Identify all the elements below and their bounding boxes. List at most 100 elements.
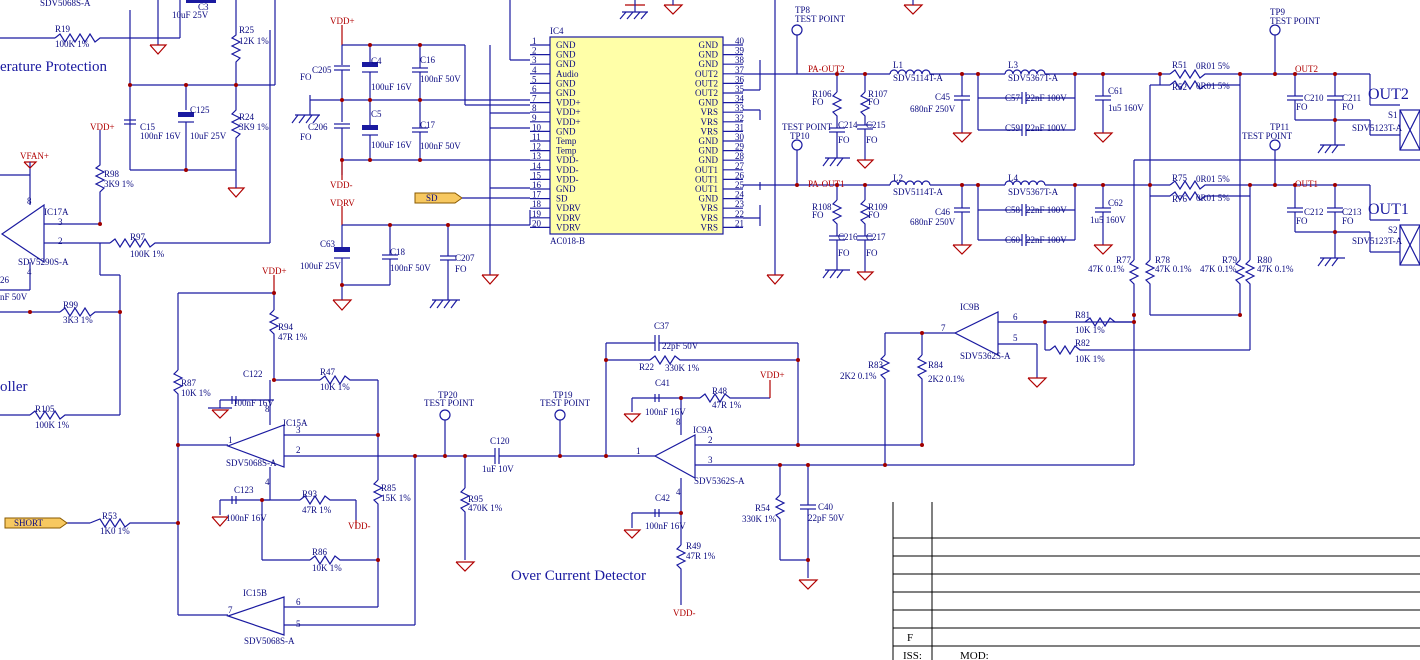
label-c61: C61 [1108, 86, 1123, 96]
label-c60v: 22nF 100V [1026, 235, 1067, 245]
label-r25: R25 [239, 25, 255, 35]
label-c5: C5 [371, 109, 382, 119]
label-sdv5068-b: SDV5068S-A [244, 636, 295, 646]
label-c58v: 22nF 100V [1026, 205, 1067, 215]
ic4-pin-name-20: VDRV [556, 222, 581, 232]
ic4-pin-name-21: VRS [700, 222, 718, 232]
label-c45v: 680nF 250V [910, 104, 956, 114]
label-out1: OUT1 [1295, 179, 1318, 189]
ic4-labels: IC4 AC018-B [550, 26, 585, 246]
label-l3v: SDV5367T-A [1008, 73, 1059, 83]
label-r109: R109 [868, 202, 888, 212]
label-s2v: SDV5123T-A [1352, 236, 1403, 246]
label-r19v: 100K 1% [55, 39, 90, 49]
label-c216: C216 [838, 232, 858, 242]
output-filter-out1 [791, 139, 1420, 281]
label-sdv5068-a: SDV5068S-A [226, 458, 277, 468]
ic4-pin-name-25: OUT1 [695, 184, 718, 194]
label-ic17-p8: 8 [27, 196, 32, 206]
label-r86v: 10K 1% [312, 563, 342, 573]
title-block-mod: MOD: [960, 650, 989, 660]
ic4-pin-number-6: 6 [532, 84, 537, 94]
label-r86: R86 [312, 547, 328, 557]
ic4-pin-number-16: 16 [532, 180, 542, 190]
label-c123v: 100nF 16V [226, 513, 267, 523]
label-r85v: 15K 1% [381, 493, 411, 503]
label-r93v: 47R 1% [302, 505, 332, 515]
label-r95: R95 [468, 494, 484, 504]
label-c41: C41 [655, 378, 670, 388]
label-r77v: 47K 0.1% [1088, 264, 1125, 274]
label-c215v: FO [866, 135, 878, 145]
label-ic15a: IC15A [283, 418, 308, 428]
label-c205v: FO [300, 72, 312, 82]
ic4-pin-number-34: 34 [735, 94, 745, 104]
ic4-pin-number-20: 20 [532, 218, 542, 228]
label-r54: R54 [755, 503, 771, 513]
label-c42v: 100nF 16V [645, 521, 686, 531]
label-c41v: 100nF 16V [645, 407, 686, 417]
label-pa-out2: PA-OUT2 [808, 64, 845, 74]
ic4-pin-number-12: 12 [532, 142, 541, 152]
label-c4: C4 [371, 56, 382, 66]
label-ic9b-p5: 5 [1013, 333, 1018, 343]
ic4-pin-name-36: OUT2 [695, 78, 718, 88]
label-r53: R53 [102, 511, 118, 521]
ic4-pin-name-8: VDD+ [556, 107, 581, 117]
label-r53v: 1K0 1% [100, 526, 130, 536]
label-l4: L4 [1008, 173, 1018, 183]
label-ic17-p3: 3 [58, 217, 63, 227]
label-c123: C123 [234, 485, 254, 495]
ic4-pin-name-18: VDRV [556, 203, 581, 213]
label-c59v: 22nF 100V [1026, 123, 1067, 133]
label-c217v: FO [866, 248, 878, 258]
label-r22: R22 [639, 362, 654, 372]
ic9b-diff-amplifier [879, 259, 1256, 465]
label-c62v: 1u5 160V [1090, 215, 1126, 225]
label-r94: R94 [278, 322, 294, 332]
ic4-pin-name-14: VDD- [556, 165, 579, 175]
ic4-pin-number-40: 40 [735, 36, 745, 46]
label-sdv5362-a: SDV5362S-A [694, 476, 745, 486]
label-temp-prot: erature Protection [0, 59, 108, 75]
label-ic9a-p1: 1 [636, 446, 641, 456]
label-r85: R85 [381, 483, 397, 493]
label-tp8: TP8 [795, 5, 811, 15]
title-block-iss: ISS: [903, 650, 922, 660]
label-pa-out1: PA-OUT1 [808, 179, 845, 189]
label-r24: R24 [239, 112, 255, 122]
label-tp10a: TEST POINT [782, 122, 833, 132]
ic4-pin-name-11: Temp [556, 136, 577, 146]
label-r97: R97 [130, 232, 146, 242]
ic4-pin-name-22: VRS [700, 213, 718, 223]
temperature-protection-section [0, 0, 276, 198]
label-c206v: FO [300, 132, 312, 142]
ic4-part: AC018-B [550, 236, 585, 246]
label-c40v: 22pF 50V [808, 513, 845, 523]
ic4-pin-number-25: 25 [735, 180, 745, 190]
label-r83: R83 [868, 360, 884, 370]
ic4-pin-name-17: SD [556, 194, 568, 204]
label-c207: C207 [455, 253, 475, 263]
ic4-pin-name-15: VDD- [556, 174, 579, 184]
label-r19: R19 [55, 24, 71, 34]
label-r52: R52 [1172, 82, 1187, 92]
ic4-pin-number-28: 28 [735, 151, 745, 161]
component-labels: SDV5068S-A R19 100K 1% C3 10uF 25V R25 1… [0, 0, 1409, 646]
label-vdd-plus-1: VDD+ [90, 122, 115, 132]
label-r25v: 12K 1% [239, 36, 269, 46]
ic4-pin-name-10: GND [556, 126, 576, 136]
label-r107: R107 [868, 89, 888, 99]
label-c18v: 100nF 50V [390, 263, 431, 273]
ic4-pin-number-11: 11 [532, 132, 541, 142]
ic4-pin-number-14: 14 [532, 161, 542, 171]
label-ic17-p4: 4 [27, 267, 32, 277]
label-c26v: nF 50V [0, 292, 28, 302]
label-c4v: 100uF 16V [371, 82, 412, 92]
label-vdd-plus-3: VDD+ [262, 266, 287, 276]
label-r75: R75 [1172, 173, 1188, 183]
label-out1-big: OUT1 [1368, 201, 1409, 218]
label-c210v: FO [1296, 102, 1308, 112]
label-r108: R108 [812, 202, 832, 212]
